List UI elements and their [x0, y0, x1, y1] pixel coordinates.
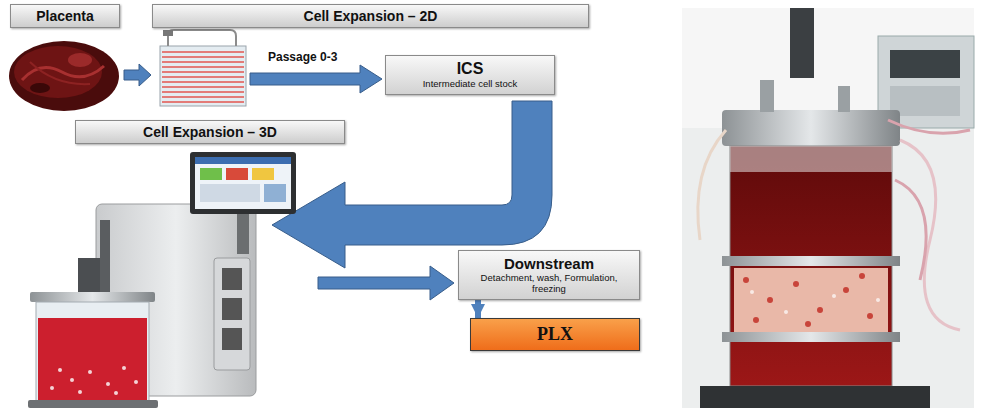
box-body: Detachment, wash, Formulation, freezing [465, 273, 633, 295]
flow-arrow [475, 300, 481, 318]
bioreactor-picture [28, 152, 296, 408]
cell-factory-picture [160, 30, 246, 106]
section-header: Cell Expansion – 3D [75, 120, 345, 144]
process-box: ICSIntermediate cell stock [385, 55, 555, 95]
process-box: DownstreamDetachment, wash, Formulation,… [458, 250, 640, 300]
section-header: Cell Expansion – 2D [152, 4, 589, 28]
box-title: ICS [392, 60, 548, 78]
label-box: Placenta [10, 4, 120, 28]
box-title: Placenta [17, 8, 113, 24]
bioreactor-photo [682, 8, 974, 408]
box-title: PLX [477, 324, 633, 345]
placenta-picture [9, 41, 119, 111]
box-title: Cell Expansion – 2D [159, 8, 582, 24]
product-box: PLX [470, 318, 640, 351]
box-title: Cell Expansion – 3D [82, 124, 338, 140]
box-body: Intermediate cell stock [392, 79, 548, 90]
box-title: Downstream [465, 255, 633, 272]
arrow-label: Passage 0-3 [268, 50, 337, 64]
